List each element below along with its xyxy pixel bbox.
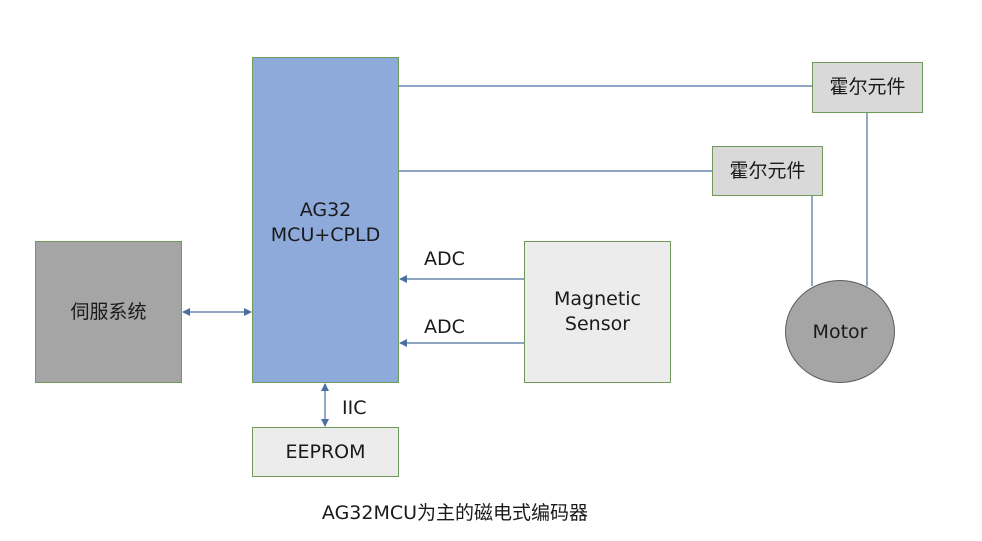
eeprom-label: EEPROM: [285, 440, 366, 463]
mcu-label: AG32 MCU+CPLD: [270, 199, 381, 246]
magnetic-sensor-label: Magnetic Sensor: [553, 288, 641, 335]
edge-label-adc-1: ADC: [424, 248, 465, 270]
eeprom-block: EEPROM: [252, 427, 399, 477]
diagram-caption: AG32MCU为主的磁电式编码器: [321, 502, 589, 524]
edge-label-adc-2: ADC: [424, 316, 465, 338]
mcu-block: AG32 MCU+CPLD: [252, 57, 399, 383]
servo-system-block: 伺服系统: [35, 241, 182, 383]
hall-element-1-block: 霍尔元件: [812, 62, 923, 113]
hall-element-2-block: 霍尔元件: [712, 146, 823, 196]
hall-element-1-label: 霍尔元件: [829, 76, 906, 99]
motor-circle: Motor: [785, 280, 895, 383]
magnetic-sensor-block: Magnetic Sensor: [524, 241, 671, 383]
edge-label-iic: IIC: [342, 397, 367, 419]
motor-label: Motor: [812, 320, 868, 343]
servo-system-label: 伺服系统: [70, 300, 147, 323]
hall-element-2-label: 霍尔元件: [729, 159, 806, 182]
